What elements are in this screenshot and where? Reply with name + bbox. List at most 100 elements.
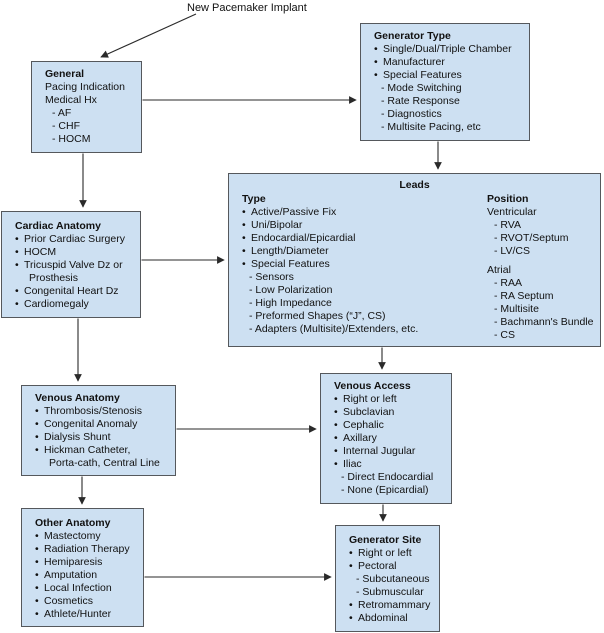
text-line: - Submuscular: [356, 586, 424, 598]
box-generator-type-lines: •Single/Dual/Triple Chamber•Manufacturer…: [374, 43, 526, 134]
text-line: •Special Features: [374, 69, 462, 81]
box-general-title: General: [45, 68, 85, 80]
text-line: - RA Septum: [494, 290, 554, 302]
box-venous-anatomy-title: Venous Anatomy: [35, 392, 120, 404]
text-line: - Rate Response: [381, 95, 460, 107]
bullet-marker: •: [35, 556, 39, 568]
text-line: •Congenital Heart Dz: [15, 285, 119, 297]
text-line: - Sensors: [249, 271, 294, 283]
box-generator-type: Generator Type •Single/Dual/Triple Chamb…: [360, 23, 530, 141]
box-venous-access-lines: •Right or left•Subclavian•Cephalic•Axill…: [334, 393, 448, 497]
text-line: - HOCM: [52, 133, 91, 145]
text-line: •Right or left: [349, 547, 412, 559]
box-other-anatomy-lines: •Mastectomy•Radiation Therapy•Hemiparesi…: [35, 530, 140, 621]
text-line: Pacing Indication: [45, 81, 125, 93]
text-line: •Local Infection: [35, 582, 112, 594]
leads-type-heading: Type: [242, 193, 266, 205]
text-line: - Mode Switching: [381, 82, 462, 94]
bullet-marker: •: [242, 245, 246, 257]
text-line: Ventricular: [487, 206, 537, 218]
bullet-marker: •: [35, 543, 39, 555]
text-line: Prosthesis: [29, 272, 79, 284]
bullet-marker: •: [35, 431, 39, 443]
text-line: - CHF: [52, 120, 80, 132]
text-line: •Manufacturer: [374, 56, 445, 68]
bullet-marker: •: [349, 599, 353, 611]
text-line: •Endocardial/Epicardial: [242, 232, 356, 244]
text-line: - RVA: [494, 219, 522, 231]
bullet-marker: •: [349, 560, 353, 572]
bullet-marker: •: [334, 458, 338, 470]
bullet-marker: •: [334, 419, 338, 431]
text-line: •Cardiomegaly: [15, 298, 89, 310]
text-line: •Hemiparesis: [35, 556, 103, 568]
box-venous-access-title: Venous Access: [334, 380, 411, 392]
bullet-marker: •: [349, 612, 353, 624]
leads-type-lines: •Active/Passive Fix•Uni/Bipolar•Endocard…: [242, 206, 418, 336]
text-line: •Subclavian: [334, 406, 395, 418]
text-line: - AF: [52, 107, 72, 119]
text-line: •Right or left: [334, 393, 397, 405]
bullet-marker: •: [35, 595, 39, 607]
text-line: •Dialysis Shunt: [35, 431, 111, 443]
bullet-marker: •: [15, 246, 19, 258]
box-venous-anatomy: Venous Anatomy •Thrombosis/Stenosis•Cong…: [21, 385, 176, 476]
box-generator-site-lines: •Right or left•Pectoral- Subcutaneous- S…: [349, 547, 436, 625]
bullet-marker: •: [334, 445, 338, 457]
text-line: •Radiation Therapy: [35, 543, 130, 555]
root-label: New Pacemaker Implant: [187, 2, 307, 14]
bullet-marker: •: [35, 530, 39, 542]
text-line: •Tricuspid Valve Dz or: [15, 259, 123, 271]
text-line: •Special Features: [242, 258, 330, 270]
leads-type-column: Type •Active/Passive Fix•Uni/Bipolar•End…: [242, 193, 418, 336]
connector-root-to-general: [100, 13, 197, 58]
text-line: - Adapters (Multisite)/Extenders, etc.: [249, 323, 419, 335]
box-generator-site: Generator Site •Right or left•Pectoral- …: [335, 525, 440, 632]
text-line: Medical Hx: [45, 94, 97, 106]
box-cardiac-anatomy-title: Cardiac Anatomy: [15, 220, 101, 232]
bullet-marker: •: [15, 233, 19, 245]
bullet-marker: •: [35, 444, 39, 456]
box-generator-site-title: Generator Site: [349, 534, 422, 546]
bullet-marker: •: [242, 232, 246, 244]
text-line: - Bachmann's Bundle: [494, 316, 594, 328]
bullet-marker: •: [15, 285, 19, 297]
bullet-marker: •: [35, 608, 39, 620]
bullet-marker: •: [35, 405, 39, 417]
text-line: •Axillary: [334, 432, 377, 444]
text-line: - RAA: [494, 277, 523, 289]
bullet-marker: •: [334, 432, 338, 444]
text-line: - Low Polarization: [249, 284, 333, 296]
box-other-anatomy-title: Other Anatomy: [35, 517, 111, 529]
text-line: •Internal Jugular: [334, 445, 416, 457]
box-leads-title: Leads: [399, 179, 430, 191]
bullet-marker: •: [334, 393, 338, 405]
text-line: - Subcutaneous: [356, 573, 430, 585]
box-other-anatomy: Other Anatomy •Mastectomy•Radiation Ther…: [21, 508, 144, 627]
text-line: Atrial: [487, 264, 511, 276]
bullet-marker: •: [374, 43, 378, 55]
text-line: •Uni/Bipolar: [242, 219, 303, 231]
text-line: - None (Epicardial): [341, 484, 429, 496]
text-line: •Abdominal: [349, 612, 408, 624]
text-line: •Mastectomy: [35, 530, 101, 542]
leads-position-column: Position Ventricular- RVA- RVOT/Septum- …: [487, 193, 593, 342]
text-line: •Single/Dual/Triple Chamber: [374, 43, 512, 55]
text-line: - Preformed Shapes (“J”, CS): [249, 310, 386, 322]
text-line: - CS: [494, 329, 515, 341]
text-line: •Hickman Catheter,: [35, 444, 131, 456]
box-venous-access: Venous Access •Right or left•Subclavian•…: [320, 373, 452, 504]
text-line: •Active/Passive Fix: [242, 206, 337, 218]
box-cardiac-anatomy-lines: •Prior Cardiac Surgery•HOCM•Tricuspid Va…: [15, 233, 137, 311]
bullet-marker: •: [242, 258, 246, 270]
bullet-marker: •: [15, 259, 19, 271]
bullet-marker: •: [242, 219, 246, 231]
bullet-marker: •: [334, 406, 338, 418]
box-generator-type-title: Generator Type: [374, 30, 451, 42]
text-line: •Pectoral: [349, 560, 397, 572]
bullet-marker: •: [349, 547, 353, 559]
text-line: •HOCM: [15, 246, 57, 258]
